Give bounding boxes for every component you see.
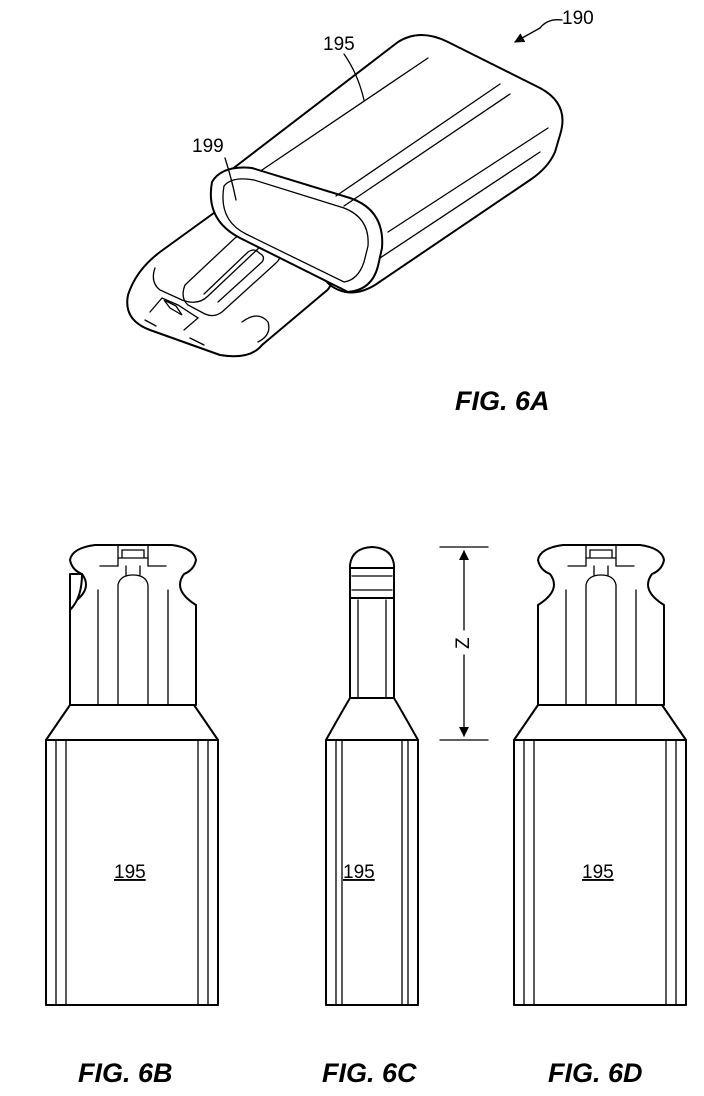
fig6d-rear-view: 195 FIG. 6D — [513, 544, 687, 1088]
fig6c-dimension-label: Z — [453, 637, 474, 649]
fig6c-dimension-z: Z — [439, 546, 489, 741]
fig6a-caption: FIG. 6A — [455, 386, 550, 416]
fig6c-caption: FIG. 6C — [322, 1058, 417, 1088]
fig6a-leaders — [224, 19, 563, 201]
fig6b-caption: FIG. 6B — [78, 1058, 173, 1088]
fig6c-side-view: Z 195 FIG. 6C — [322, 546, 489, 1088]
fig6a-ref-housing: 195 — [323, 34, 355, 55]
fig6a-ref-assembly: 190 — [562, 8, 594, 29]
fig6a-housing-sleeve — [209, 34, 564, 294]
fig6d-caption: FIG. 6D — [548, 1058, 643, 1088]
fig6c-ref-housing: 195 — [343, 862, 375, 883]
fig6d-ref-housing: 195 — [582, 862, 614, 883]
fig6b-ref-housing: 195 — [114, 862, 146, 883]
fig6a-perspective-view: 195 199 190 FIG. 6A — [126, 8, 594, 416]
fig6b-front-view: 195 FIG. 6B — [45, 544, 219, 1088]
fig6a-ref-opening: 199 — [192, 136, 224, 157]
